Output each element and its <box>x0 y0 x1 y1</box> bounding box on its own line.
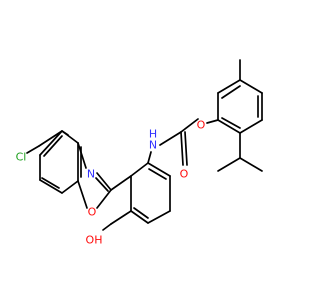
bond-line <box>77 180 88 209</box>
bond-line <box>217 79 241 94</box>
bond-line <box>206 119 219 124</box>
bond-line <box>43 135 63 157</box>
bond-line <box>130 210 149 224</box>
hydroxyl-label: OH <box>86 234 103 247</box>
bond-line <box>133 207 149 219</box>
bond-line <box>26 145 40 154</box>
bond-line <box>184 131 188 166</box>
oxazole-nitrogen-label: N <box>87 168 95 181</box>
bond-line <box>159 131 182 146</box>
bond-line <box>239 157 263 172</box>
bond-line <box>239 79 263 94</box>
atom-label-group: Cl N O N H O O OH <box>16 119 206 247</box>
bond-line <box>217 119 241 134</box>
bond-line <box>110 175 132 191</box>
bond-line <box>217 157 241 172</box>
bond-line <box>221 117 241 129</box>
bond-line <box>61 180 79 194</box>
bond-line <box>147 151 152 164</box>
bond-line <box>96 189 112 209</box>
bond-line <box>61 130 79 144</box>
molecule-structure-diagram: Cl N O N H O O OH <box>16 59 263 247</box>
bond-line <box>38 130 63 147</box>
bond-line <box>148 168 167 180</box>
bond-line <box>180 118 199 133</box>
bond-line <box>39 130 63 156</box>
amide-hydrogen-label: H <box>149 128 157 141</box>
bond-group <box>26 59 263 231</box>
ether-oxygen-label: O <box>197 119 206 132</box>
bond-line <box>221 85 241 99</box>
carbonyl-oxygen-label: O <box>180 168 189 181</box>
bond-line <box>96 172 112 191</box>
chlorine-atom-label: Cl <box>16 151 27 164</box>
bond-line <box>147 162 171 177</box>
amide-nitrogen-label: N <box>149 139 157 152</box>
bond-line <box>180 131 184 166</box>
bond-line <box>239 119 263 134</box>
bond-line <box>39 179 63 194</box>
bond-line <box>77 142 87 169</box>
oxazole-oxygen-label: O <box>88 206 97 219</box>
bond-line <box>130 162 149 177</box>
bond-line <box>41 177 60 189</box>
bond-line <box>95 177 109 192</box>
bond-line <box>110 210 132 225</box>
bond-line <box>102 223 112 231</box>
bond-line <box>147 210 171 224</box>
